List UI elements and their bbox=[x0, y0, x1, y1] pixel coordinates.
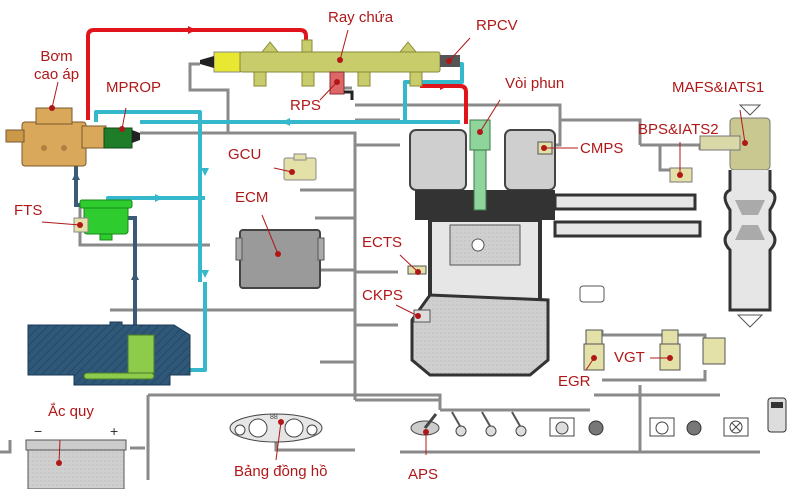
injector[interactable] bbox=[469, 119, 491, 211]
return-lines bbox=[94, 62, 464, 372]
rpcv-valve[interactable] bbox=[440, 55, 460, 67]
aps-pedal[interactable] bbox=[410, 413, 440, 436]
label-ckps: CKPS bbox=[362, 287, 403, 304]
actuator-module bbox=[702, 337, 726, 365]
engine-block bbox=[409, 129, 702, 377]
label-ects: ECTS bbox=[362, 234, 403, 251]
instrument-cluster[interactable] bbox=[229, 413, 323, 443]
leader-lines bbox=[41, 29, 746, 464]
label-rps: RPS bbox=[290, 97, 321, 114]
lamp-x-icon bbox=[723, 417, 749, 437]
label-vgt: VGT bbox=[614, 349, 645, 366]
fuel-filter[interactable] bbox=[79, 199, 133, 241]
bps-sensor[interactable] bbox=[669, 167, 693, 183]
label-cmps: CMPS bbox=[580, 140, 624, 157]
sensor-bulb-icon bbox=[588, 420, 604, 436]
label-ecm: ECM bbox=[235, 189, 269, 206]
return-arrows bbox=[155, 118, 290, 278]
fuel-tank bbox=[27, 321, 191, 386]
label-pump: Bơm cao áp bbox=[34, 48, 80, 83]
label-mprop: MPROP bbox=[106, 79, 162, 96]
switch-1 bbox=[451, 411, 467, 437]
label-aps: APS bbox=[408, 466, 439, 483]
mprop-valve[interactable] bbox=[103, 126, 140, 149]
warning-lamp-icon bbox=[649, 417, 675, 437]
label-fts: FTS bbox=[14, 202, 43, 219]
ckps-sensor[interactable] bbox=[413, 309, 431, 323]
common-rail[interactable] bbox=[200, 39, 441, 87]
high-pressure-pump[interactable] bbox=[5, 105, 107, 167]
label-egr: EGR bbox=[558, 373, 591, 390]
label-injector: Vòi phun bbox=[505, 75, 565, 92]
vgt-valve[interactable] bbox=[659, 329, 681, 371]
switch-2 bbox=[481, 411, 497, 437]
battery-minus: − bbox=[34, 423, 42, 439]
label-mafs: MAFS&IATS1 bbox=[672, 79, 765, 96]
rps-sensor[interactable] bbox=[329, 71, 354, 100]
label-gcu: GCU bbox=[228, 146, 262, 163]
gcu-unit[interactable] bbox=[283, 153, 317, 181]
fts-sensor[interactable] bbox=[73, 217, 89, 233]
egr-valve[interactable] bbox=[579, 285, 605, 371]
supply-arrows bbox=[72, 172, 139, 280]
diagnostic-tool-icon bbox=[767, 397, 787, 433]
label-rail: Ray chứa bbox=[328, 9, 394, 26]
high-pressure-lines bbox=[86, 28, 468, 124]
label-battery: Ắc quy bbox=[48, 403, 94, 420]
gauge-indicator-icon bbox=[549, 417, 575, 437]
cluster-display: 88 bbox=[270, 414, 278, 421]
battery[interactable] bbox=[25, 439, 127, 489]
sensor-bulb-icon-2 bbox=[686, 420, 702, 436]
ecm-unit[interactable] bbox=[235, 229, 325, 289]
label-rpcv: RPCV bbox=[476, 17, 518, 34]
switch-3 bbox=[511, 411, 527, 437]
label-bps: BPS&IATS2 bbox=[638, 121, 719, 138]
label-cluster: Bảng đồng hồ bbox=[234, 463, 328, 480]
battery-plus: + bbox=[110, 423, 118, 439]
turbocharger bbox=[699, 104, 777, 328]
